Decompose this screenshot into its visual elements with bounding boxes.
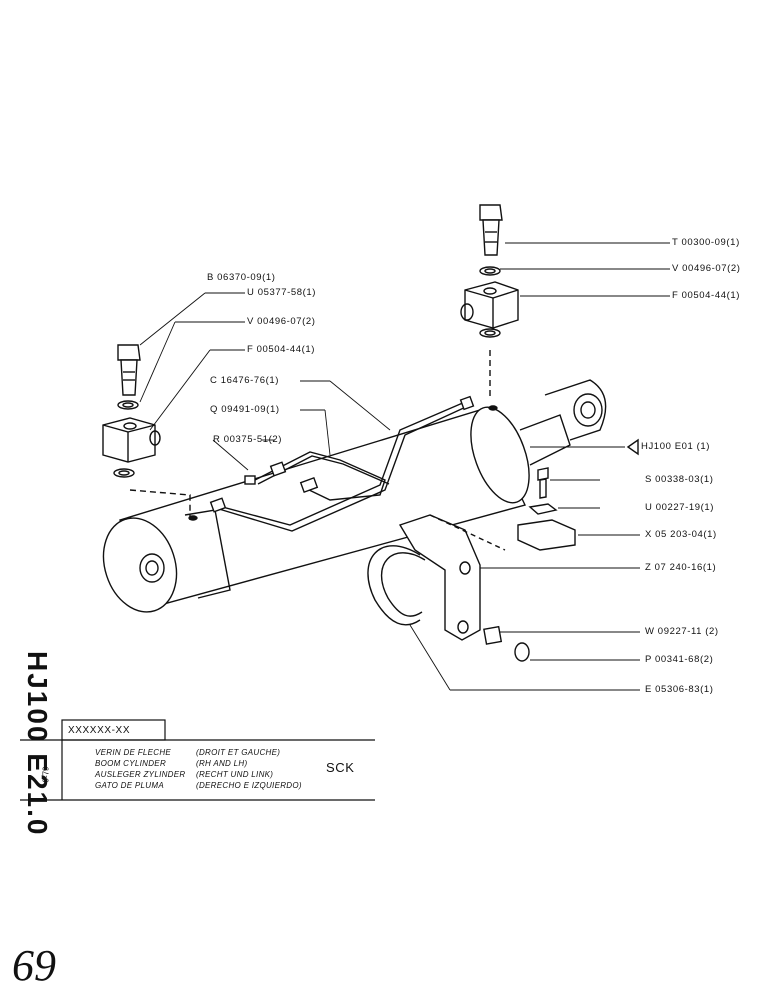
callout-v00496-left: V 00496-07(2) xyxy=(247,316,316,327)
side-de: (RECHT UND LINK) xyxy=(196,770,274,779)
callout-r00375: R 00375-51(2) xyxy=(213,434,283,445)
callout-f00504-right: F 00504-44(1) xyxy=(672,290,741,301)
callout-hj100: HJ100 E01 (1) xyxy=(641,441,711,452)
vertical-drawing-code: HJ100 E21.0 xyxy=(22,651,53,837)
hydraulic-tubes xyxy=(209,395,475,532)
callout-z07240: Z 07 240-16(1) xyxy=(645,562,717,573)
callout-t00300: T 00300-09(1) xyxy=(672,237,740,248)
description-de: AUSLEGER ZYLINDER xyxy=(95,770,186,779)
description-es: GATO DE PLUMA xyxy=(95,781,164,790)
callout-x05203: X 05 203-04(1) xyxy=(645,529,717,540)
callout-v00496-right: V 00496-07(2) xyxy=(672,263,741,274)
callout-f00504-left: F 00504-44(1) xyxy=(247,344,316,355)
callout-u00227: U 00227-19(1) xyxy=(645,502,715,513)
boom-cylinder xyxy=(102,379,607,613)
side-fr: (DROIT ET GAUCHE) xyxy=(196,748,281,757)
callout-w09227: W 09227-11 (2) xyxy=(645,626,719,637)
callout-s00338: S 00338-03(1) xyxy=(645,474,714,485)
callout-q09491: Q 09491-09(1) xyxy=(210,404,280,415)
model-code: SCK xyxy=(326,760,355,775)
part-code: XXXXXX-XX xyxy=(68,725,131,736)
title-block xyxy=(20,719,375,801)
left-valve-assembly xyxy=(102,344,191,520)
callout-b06370: B 06370-09(1) xyxy=(207,272,276,283)
callout-c16476: C 16476-76(1) xyxy=(210,375,280,386)
description-fr: VERIN DE FLECHE xyxy=(95,748,172,757)
callout-e05306: E 05306-83(1) xyxy=(645,684,714,695)
callout-p00341: P 00341-68(2) xyxy=(645,654,714,665)
reference-arrow-icon xyxy=(626,438,639,456)
side-es: (DERECHO E IZQUIERDO) xyxy=(196,781,302,790)
side-en: (RH AND LH) xyxy=(196,759,248,768)
clamp-assembly xyxy=(367,467,576,662)
callout-u05377: U 05377-58(1) xyxy=(247,287,317,298)
description-en: BOOM CYLINDER xyxy=(95,759,167,768)
right-valve-assembly xyxy=(460,204,519,400)
page-number: 69 xyxy=(12,941,56,990)
leader-lines xyxy=(139,242,670,691)
